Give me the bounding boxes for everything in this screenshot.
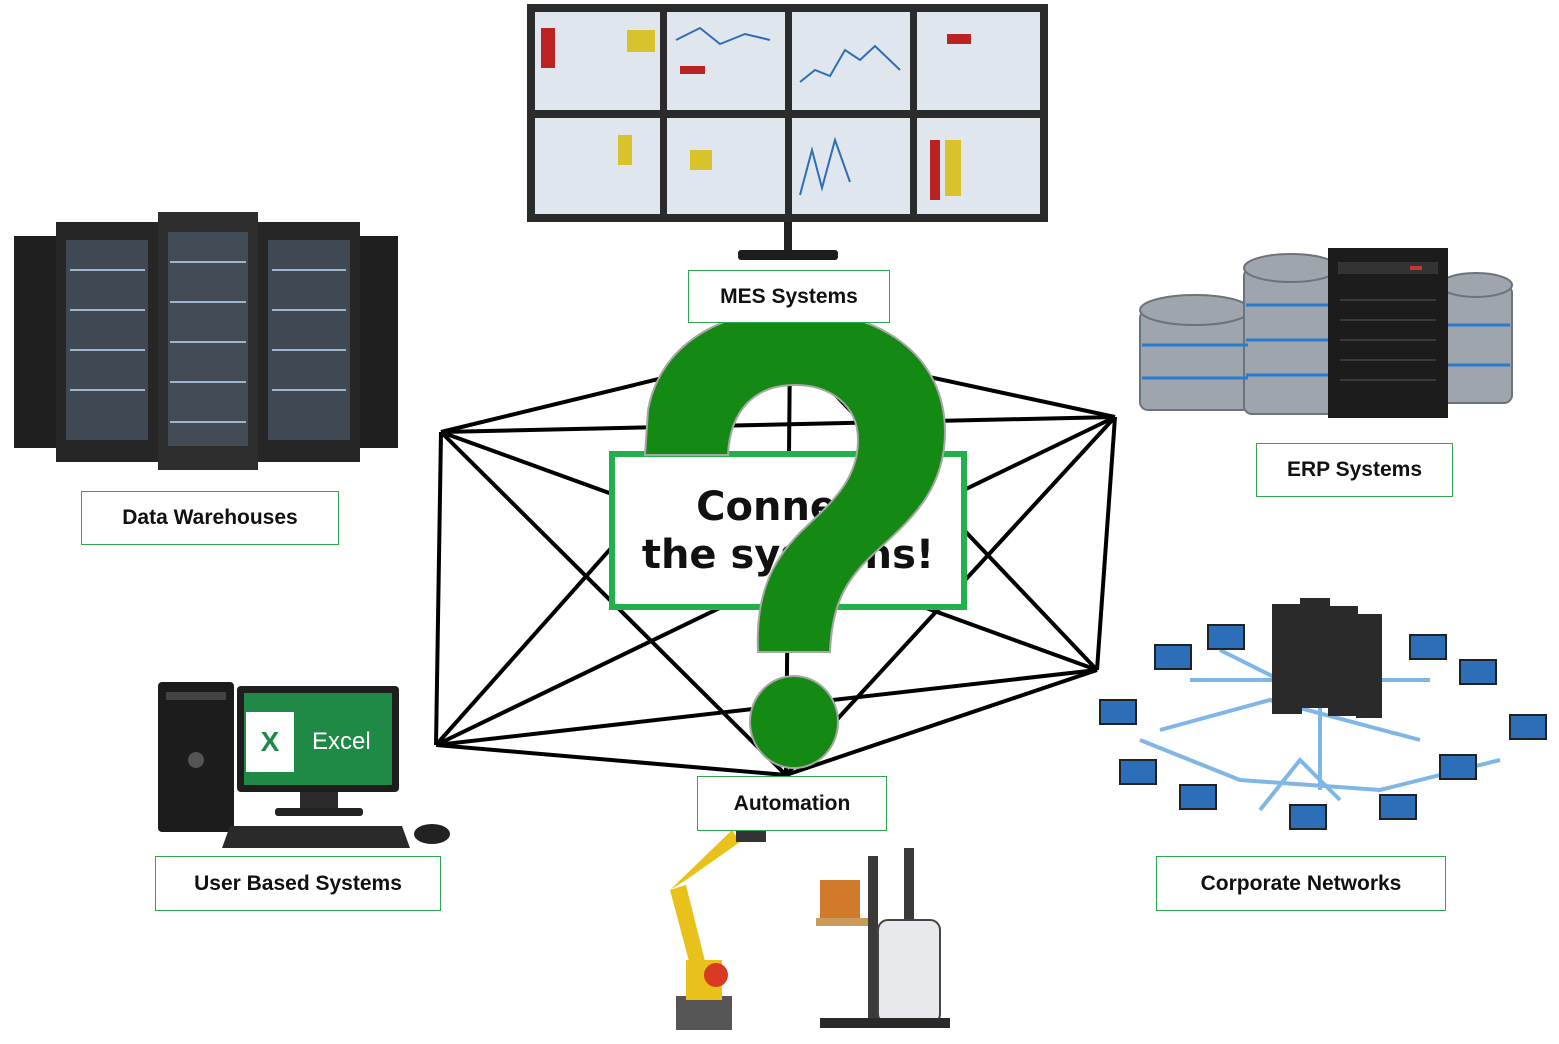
server-racks-icon <box>14 212 398 470</box>
center-line-1: Connect <box>696 483 880 530</box>
excel-letter: X <box>260 726 280 757</box>
forklift-icon <box>816 848 950 1028</box>
label-data-warehouses: Data Warehouses <box>81 491 339 545</box>
robot-arm-icon <box>670 826 766 1030</box>
monitor-wall-icon <box>527 4 1048 260</box>
label-mes-systems: MES Systems <box>688 270 890 323</box>
label-user-based-systems: User Based Systems <box>155 856 441 911</box>
excel-app-name: Excel <box>312 728 371 755</box>
label-corporate-networks: Corporate Networks <box>1156 856 1446 911</box>
center-line-2: the systems! <box>641 531 935 578</box>
label-automation: Automation <box>697 776 887 831</box>
desktop-computer-icon <box>158 682 450 848</box>
network-icon <box>1099 598 1547 830</box>
center-callout: Connect the systems! <box>609 451 967 610</box>
label-erp-systems: ERP Systems <box>1256 443 1453 497</box>
database-server-icon <box>1139 248 1513 418</box>
excel-logo: X <box>246 712 294 772</box>
